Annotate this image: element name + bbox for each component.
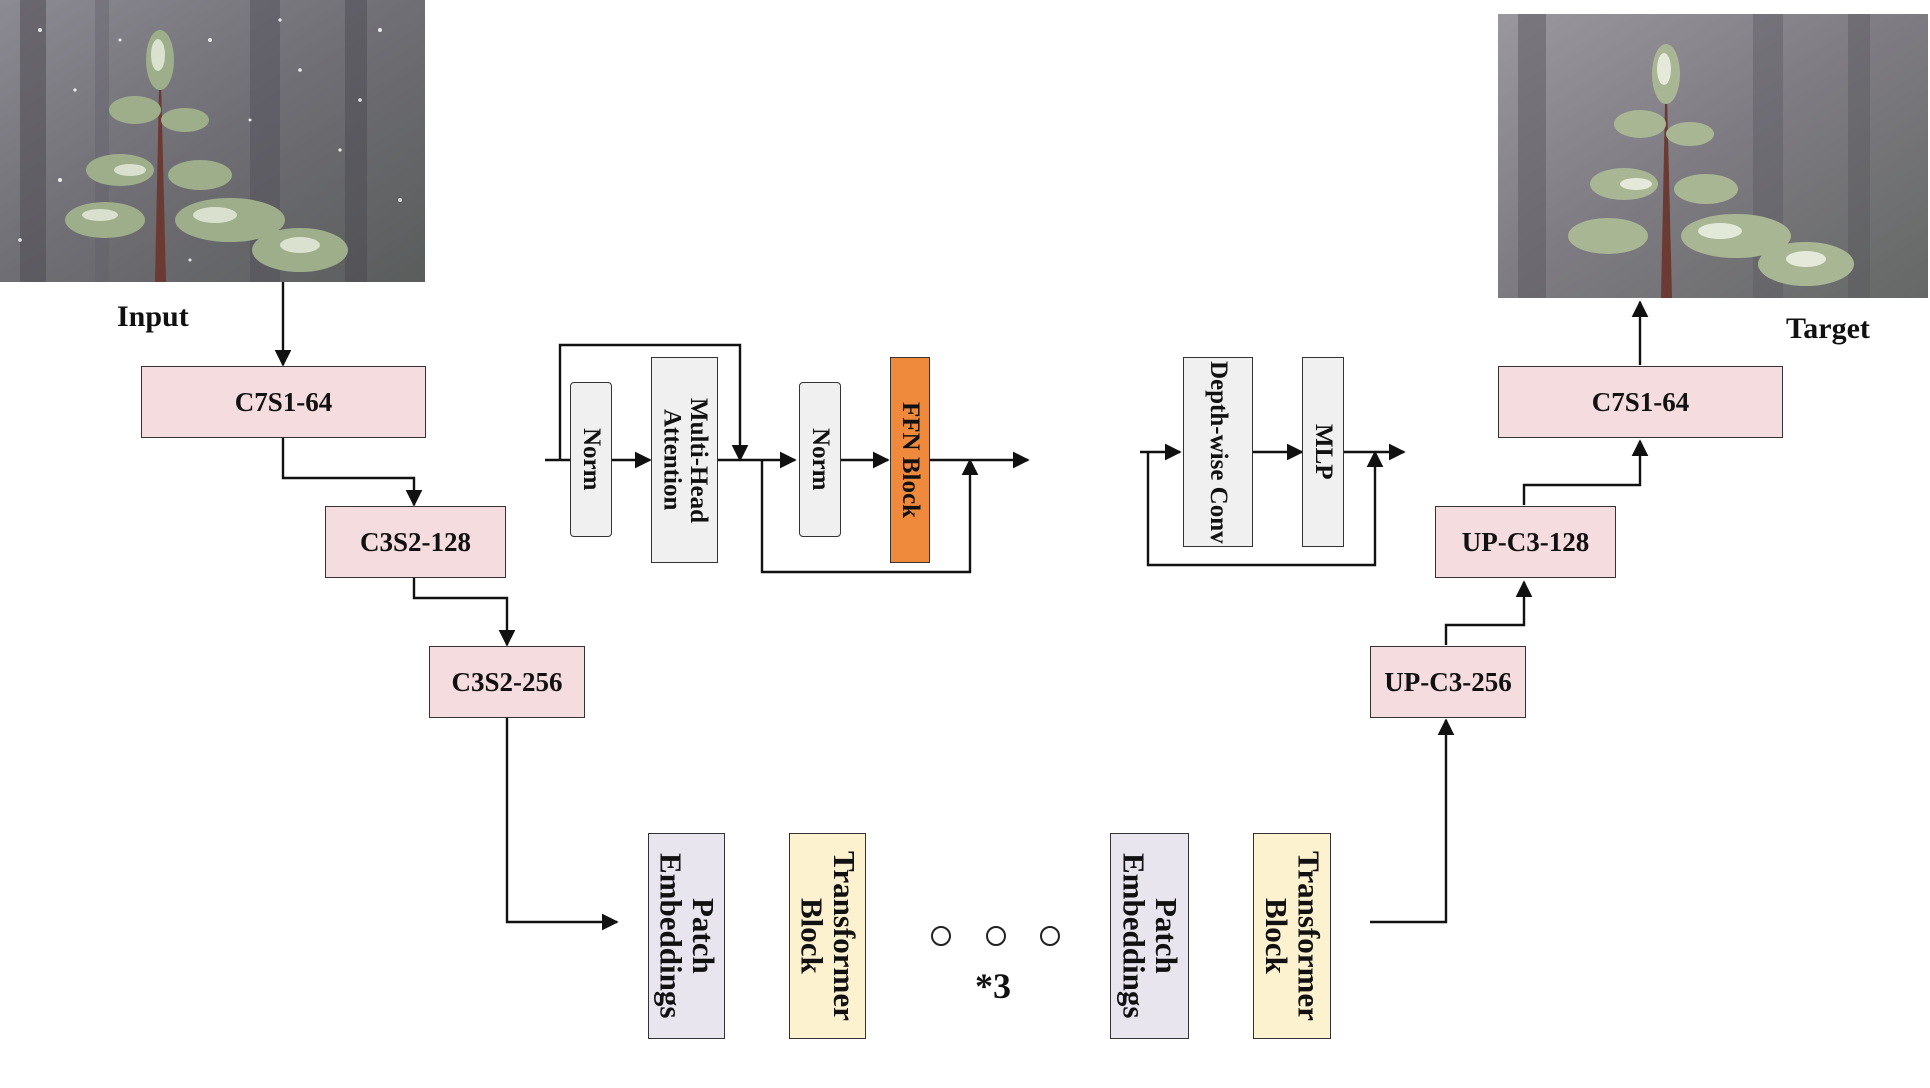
encoder-conv-c7s1-64: C7S1-64 (141, 366, 426, 438)
input-photo-svg (0, 0, 425, 282)
arrow-enc1-to-enc2 (281, 438, 423, 507)
input-image (0, 0, 425, 282)
repeat-count-label: *3 (975, 966, 1011, 1006)
arrow-dec2-to-dec1 (1522, 439, 1649, 505)
ffn-skip (1146, 450, 1384, 567)
tb-norm1: Norm (570, 382, 612, 537)
patch-embeddings-n: Patch Embeddings (1110, 833, 1189, 1039)
tb-multi-head-attention: Multi-Head Attention (651, 357, 718, 563)
transformer-block-n: Transformer Block (1253, 833, 1331, 1039)
target-label: Target (1786, 312, 1870, 345)
ellipsis-dot-1 (931, 926, 951, 946)
arrow-enc2-to-enc3 (412, 578, 516, 647)
tb-skip2 (760, 458, 979, 574)
ffn-mlp: MLP (1302, 357, 1344, 547)
decoder-conv-c7s1-64: C7S1-64 (1498, 366, 1783, 438)
tb-norm2: Norm (799, 382, 841, 537)
target-photo-svg (1498, 14, 1928, 298)
ffn-depthwise-conv: Depth-wise Conv (1183, 357, 1253, 547)
arrow-dec3-to-dec2 (1444, 580, 1533, 645)
target-image (1498, 14, 1928, 298)
arrow-bottleneck-to-dec3 (1370, 718, 1455, 924)
ellipsis-dot-3 (1040, 926, 1060, 946)
tb-ffn-block: FFN Block (890, 357, 930, 563)
tb-skip1 (558, 343, 749, 462)
decoder-upconv-128: UP-C3-128 (1435, 506, 1616, 578)
arrow-enc3-to-bottleneck (505, 718, 619, 931)
patch-embeddings-1: Patch Embeddings (648, 833, 725, 1039)
ellipsis-dot-2 (986, 926, 1006, 946)
encoder-conv-c3s2-256: C3S2-256 (429, 646, 585, 718)
decoder-upconv-256: UP-C3-256 (1370, 646, 1526, 718)
encoder-conv-c3s2-128: C3S2-128 (325, 506, 506, 578)
input-label: Input (117, 300, 189, 333)
transformer-block-1: Transformer Block (789, 833, 866, 1039)
